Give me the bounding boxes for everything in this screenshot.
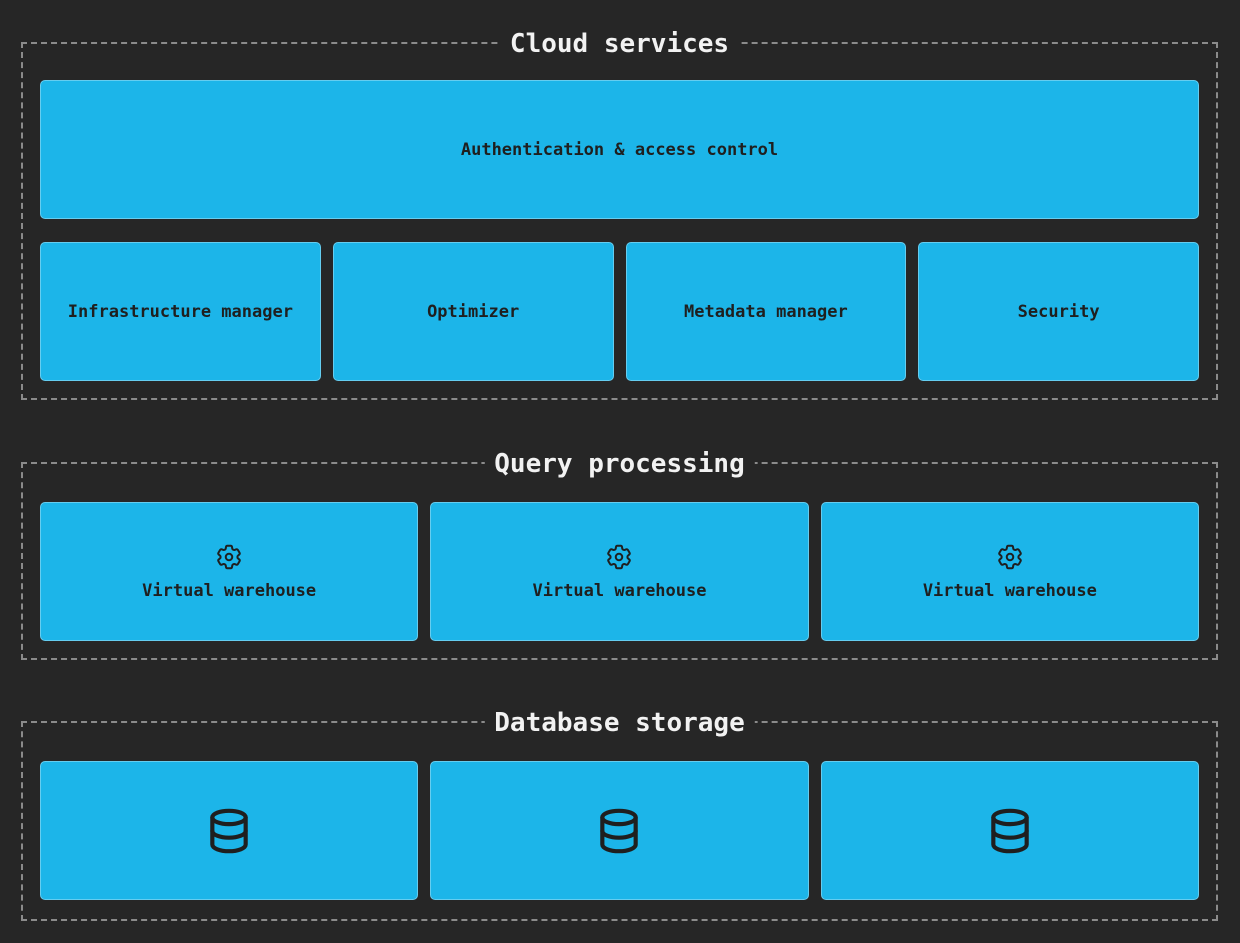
cloud-services-title: Cloud services <box>499 26 740 62</box>
database-storage-title: Database storage <box>484 705 755 741</box>
database-storage-section: Database storage <box>21 705 1218 921</box>
auth-access-control-label: Authentication & access control <box>460 139 779 160</box>
infrastructure-manager-label: Infrastructure manager <box>67 301 293 322</box>
gear-icon <box>995 542 1025 572</box>
auth-access-control-box: Authentication & access control <box>40 80 1199 219</box>
infrastructure-manager-box: Infrastructure manager <box>40 242 321 381</box>
optimizer-box: Optimizer <box>332 242 614 381</box>
virtual-warehouse-label: Virtual warehouse <box>532 581 707 601</box>
cloud-services-section: Cloud services Authentication & access c… <box>21 26 1218 400</box>
database-icon <box>594 806 644 856</box>
security-box: Security <box>918 242 1199 381</box>
gear-icon <box>214 542 244 572</box>
database-storage-row <box>40 761 1199 900</box>
virtual-warehouse-box: Virtual warehouse <box>820 502 1199 641</box>
database-icon <box>204 806 254 856</box>
database-box <box>820 761 1199 900</box>
virtual-warehouse-box: Virtual warehouse <box>40 502 419 641</box>
metadata-manager-label: Metadata manager <box>683 301 848 322</box>
cloud-services-row: Infrastructure manager Optimizer Metadat… <box>40 242 1199 381</box>
virtual-warehouse-label: Virtual warehouse <box>142 581 317 601</box>
virtual-warehouse-label: Virtual warehouse <box>922 581 1097 601</box>
database-box <box>430 761 809 900</box>
database-box <box>40 761 419 900</box>
security-label: Security <box>1017 301 1100 322</box>
gear-icon <box>604 542 634 572</box>
virtual-warehouse-box: Virtual warehouse <box>430 502 809 641</box>
query-processing-row: Virtual warehouse Virtual warehouse Virt… <box>40 502 1199 641</box>
database-icon <box>985 806 1035 856</box>
query-processing-section: Query processing Virtual warehouse Virtu… <box>21 446 1218 660</box>
metadata-manager-box: Metadata manager <box>625 242 907 381</box>
optimizer-label: Optimizer <box>427 301 520 322</box>
query-processing-title: Query processing <box>484 446 755 482</box>
